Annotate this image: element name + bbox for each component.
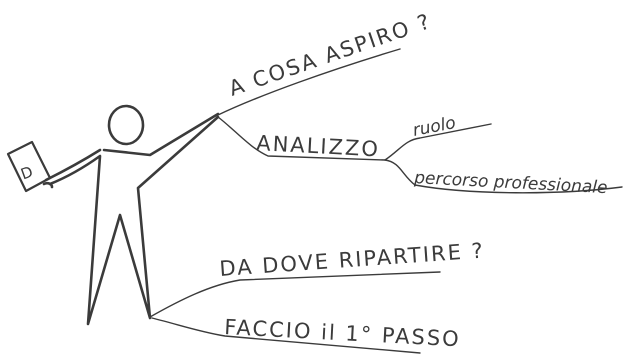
figure-body <box>46 114 218 324</box>
connector-ripartire <box>150 272 440 317</box>
figure-hand <box>44 183 52 187</box>
stick-figure <box>44 106 218 324</box>
figure-head <box>109 106 143 144</box>
label-ruolo: ruolo <box>411 113 457 141</box>
label-ripartire: DA DOVE RIPARTIRE ? <box>219 239 486 281</box>
label-aspiro: A COSA ASPIRO ? <box>226 9 435 101</box>
label-percorso: percorso professionale <box>413 168 608 198</box>
